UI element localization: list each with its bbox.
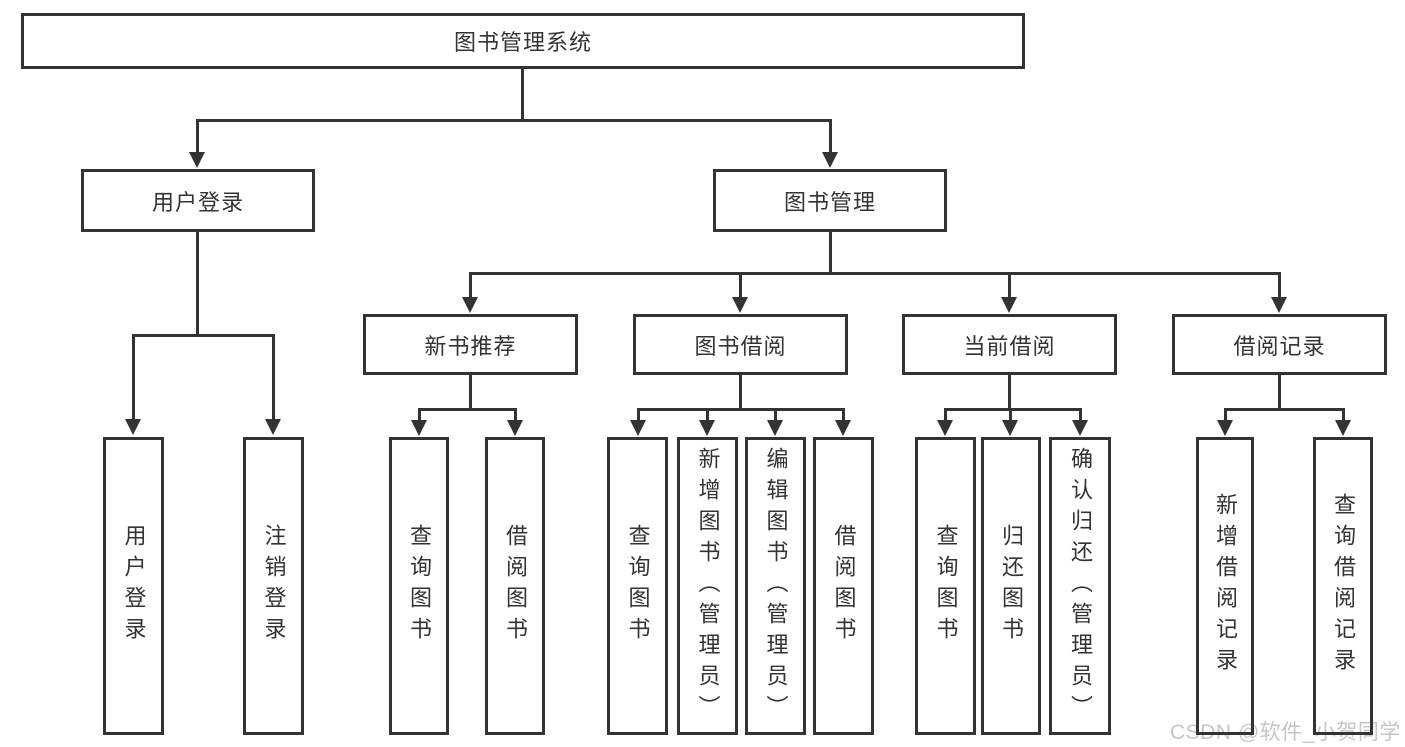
node-root-system: 图书管理系统 [21, 13, 1025, 69]
node-leaf-add-borrow-record: 新增借阅记录 [1196, 437, 1254, 735]
node-book-borrow: 图书借阅 [633, 314, 848, 375]
leaf-label: 查询图书 [625, 524, 651, 648]
connector-arrow [189, 119, 205, 168]
leaf-label: 编辑图书（管理员） [763, 446, 789, 726]
connector-arrow [1002, 408, 1018, 436]
leaf-label: 借阅图书 [831, 524, 857, 648]
connector-arrow [1335, 408, 1351, 436]
node-leaf-add-books-admin: 新增图书（管理员） [677, 437, 738, 735]
node-user-login: 用户登录 [81, 169, 315, 232]
connector-arrow [937, 408, 953, 436]
connector-arrow [835, 408, 851, 436]
leaf-label: 确认归还（管理员） [1068, 446, 1093, 726]
leaf-label: 查询图书 [933, 524, 959, 648]
connector-line [829, 231, 832, 274]
node-leaf-confirm-return-admin: 确认归还（管理员） [1049, 437, 1111, 735]
connector-line [469, 373, 472, 409]
connector-arrow [630, 408, 646, 436]
leaf-label: 归还图书 [999, 524, 1024, 648]
connector-arrow [125, 334, 141, 435]
connector-arrow [507, 408, 523, 436]
node-leaf-edit-books-admin: 编辑图书（管理员） [745, 437, 806, 735]
connector-line [637, 408, 844, 411]
connector-line [1008, 373, 1011, 409]
connector-arrow [822, 119, 838, 168]
node-leaf-query-books-1: 查询图书 [389, 437, 449, 735]
node-leaf-user-login: 用户登录 [103, 437, 164, 735]
connector-line [521, 68, 524, 121]
csdn-watermark: CSDN @软件_小贺同学 [1170, 721, 1401, 744]
connector-arrow [1001, 272, 1017, 313]
node-new-book-recommend: 新书推荐 [363, 314, 578, 375]
connector-line [132, 334, 275, 337]
connector-line [418, 408, 516, 411]
connector-line [1278, 373, 1281, 409]
connector-arrow [732, 272, 748, 313]
connector-arrow [411, 408, 427, 436]
leaf-label: 借阅图书 [503, 524, 528, 648]
leaf-label: 新增借阅记录 [1213, 493, 1238, 679]
node-leaf-query-borrow-record: 查询借阅记录 [1313, 437, 1373, 735]
connector-arrow [462, 272, 478, 313]
node-current-borrow: 当前借阅 [902, 314, 1117, 375]
connector-line [1224, 408, 1344, 411]
node-leaf-borrow-books-1: 借阅图书 [485, 437, 545, 735]
node-leaf-query-books-3: 查询图书 [915, 437, 976, 735]
node-borrow-records: 借阅记录 [1172, 314, 1387, 375]
connector-arrow [265, 334, 281, 435]
leaf-label: 用户登录 [121, 524, 147, 648]
leaf-label: 查询借阅记录 [1331, 493, 1356, 679]
connector-arrow [1217, 408, 1233, 436]
leaf-label: 新增图书（管理员） [695, 446, 721, 726]
connector-arrow [1271, 272, 1287, 313]
leaf-label: 注销登录 [261, 524, 287, 648]
connector-line [469, 272, 1281, 275]
leaf-label: 查询图书 [407, 524, 432, 648]
connector-line [196, 119, 831, 122]
connector-line [739, 373, 742, 409]
connector-line [944, 408, 1081, 411]
connector-arrow [699, 408, 715, 436]
connector-arrow [767, 408, 783, 436]
node-leaf-return-books: 归还图书 [981, 437, 1041, 735]
node-leaf-logout: 注销登录 [243, 437, 304, 735]
node-book-management: 图书管理 [713, 169, 947, 232]
node-leaf-query-books-2: 查询图书 [607, 437, 668, 735]
connector-arrow [1072, 408, 1088, 436]
node-leaf-borrow-books-2: 借阅图书 [813, 437, 874, 735]
connector-line [196, 231, 199, 336]
